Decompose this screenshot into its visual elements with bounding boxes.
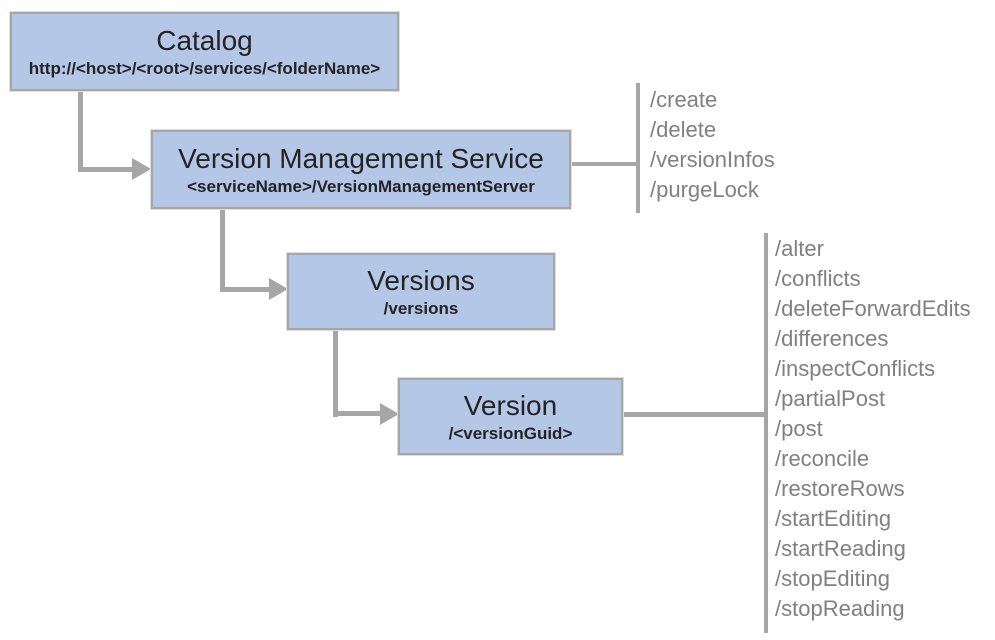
operation-item: /create (650, 87, 718, 112)
operation-item: /versionInfos (650, 147, 775, 172)
operation-item: /purgeLock (650, 177, 759, 202)
operation-item: /differences (775, 326, 889, 351)
operation-item: /stopReading (775, 596, 905, 621)
node-version-subtitle: /<versionGuid> (448, 423, 573, 443)
connector-vms-to-operations (571, 162, 638, 166)
operation-item: /delete (650, 117, 717, 142)
arrowhead-right-icon (269, 278, 288, 300)
node-catalog: Catalog http://<host>/<root>/services/<f… (10, 12, 399, 91)
vms-operations-bracket-bar (636, 83, 640, 213)
node-versions: Versions /versions (287, 253, 555, 330)
arrowhead-right-icon (380, 403, 399, 425)
connector-versions-to-version-vertical (333, 330, 338, 417)
connector-catalog-to-vms-vertical (78, 91, 83, 172)
operation-item: /deleteForwardEdits (775, 296, 971, 321)
vms-operations-list: /create /delete /versionInfos /purgeLock (650, 85, 775, 205)
operation-item: /partialPost (775, 386, 886, 411)
operation-item: /inspectConflicts (775, 356, 936, 381)
operation-item: /post (775, 416, 823, 441)
operation-item: /alter (775, 236, 824, 261)
operation-item: /stopEditing (775, 566, 890, 591)
operation-item: /conflicts (775, 266, 861, 291)
operation-item: /restoreRows (775, 476, 905, 501)
connector-vms-to-versions-vertical (220, 209, 225, 292)
node-versions-title: Versions (367, 264, 475, 296)
node-vms-subtitle: <serviceName>/VersionManagementServer (187, 176, 535, 196)
node-catalog-title: Catalog (156, 24, 253, 56)
connector-catalog-to-vms-horizontal (78, 167, 133, 172)
node-catalog-subtitle: http://<host>/<root>/services/<folderNam… (28, 58, 381, 78)
node-version-title: Version (463, 389, 558, 421)
node-vms-title: Version Management Service (178, 142, 544, 174)
version-operations-list: /alter /conflicts /deleteForwardEdits /d… (775, 234, 971, 624)
operation-item: /startReading (775, 536, 906, 561)
connector-versions-to-version-horizontal (333, 411, 381, 416)
operation-item: /startEditing (775, 506, 892, 531)
connector-version-to-operations (622, 412, 766, 417)
node-version: Version /<versionGuid> (398, 378, 623, 455)
operation-item: /reconcile (775, 446, 870, 471)
arrowhead-right-icon (132, 158, 151, 180)
version-operations-bracket-bar (764, 233, 768, 633)
node-version-management-service: Version Management Service <serviceName>… (151, 130, 571, 209)
node-versions-subtitle: /versions (383, 298, 459, 318)
connector-vms-to-versions-horizontal (220, 287, 270, 292)
